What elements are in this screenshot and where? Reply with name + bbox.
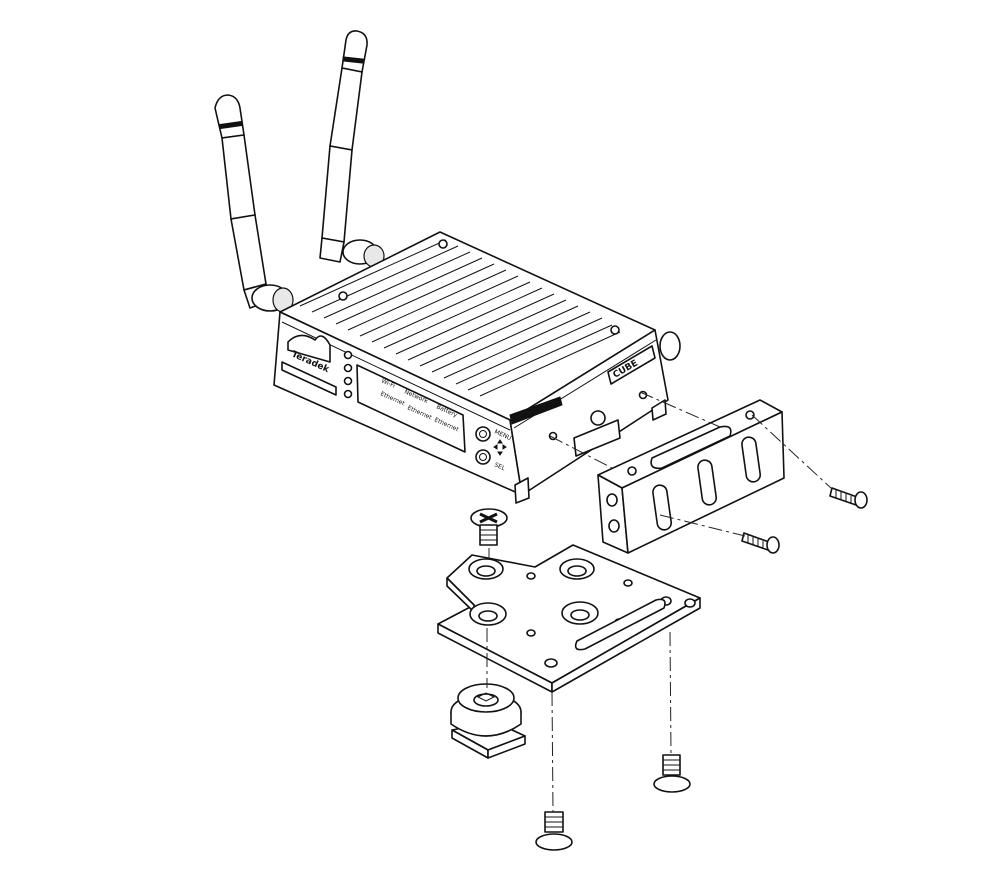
display-screen <box>356 364 466 453</box>
flat-head-screw-top <box>470 508 508 546</box>
indicator-leds <box>343 350 353 399</box>
side-screw-1 <box>829 487 868 509</box>
dpad-icon <box>493 439 507 456</box>
model-plate <box>607 345 656 385</box>
sd-card-slot[interactable] <box>281 361 337 396</box>
usb-port[interactable] <box>573 419 621 457</box>
flat-head-screw-bottom-right <box>653 754 691 793</box>
side-mount-hole-1 <box>548 431 558 441</box>
assembly-guide-lines <box>486 391 833 813</box>
top-screw-2 <box>438 239 448 249</box>
countersunk-hole-2 <box>559 558 595 580</box>
top-screw-1 <box>338 291 348 301</box>
countersunk-hole-3 <box>469 602 507 626</box>
round-connector[interactable] <box>590 410 606 426</box>
countersunk-hole-1 <box>468 558 504 580</box>
antenna-connector-left <box>251 284 294 313</box>
antenna-right <box>319 30 368 263</box>
base-mounting-plate <box>437 544 701 693</box>
side-label-sel: SEL <box>493 461 506 472</box>
side-mounting-bracket <box>597 399 785 554</box>
countersunk-hole-4 <box>561 601 599 625</box>
rear-connector <box>659 331 681 361</box>
top-screw-3 <box>610 325 620 335</box>
flat-head-screw-bottom-left <box>535 811 573 851</box>
side-screw-2 <box>741 532 780 554</box>
cold-shoe-mount <box>450 683 526 759</box>
side-label-strip <box>509 396 563 425</box>
antenna-connector-right <box>342 239 385 268</box>
select-button[interactable] <box>475 449 491 465</box>
menu-button[interactable] <box>475 426 491 442</box>
transmitter-device: Teradek Wi-Fi Network Battery Ethernet E… <box>273 231 681 504</box>
cooling-fins <box>299 239 621 397</box>
antenna-left <box>214 94 273 309</box>
base-plate-slot <box>574 598 666 651</box>
